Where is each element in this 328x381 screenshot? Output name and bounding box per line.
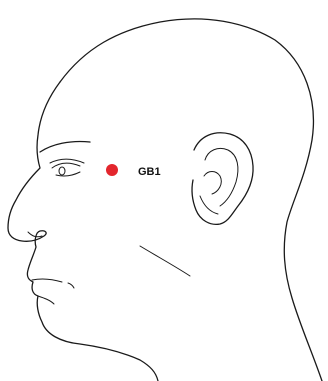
acupoint-label: GB1 xyxy=(138,166,161,178)
nostril xyxy=(28,232,42,237)
eye-crease xyxy=(50,159,84,163)
acupoint-marker xyxy=(106,164,118,176)
eyebrow xyxy=(40,141,90,152)
chin-crease xyxy=(38,296,54,304)
face-profile-outline xyxy=(8,82,158,381)
eye-iris xyxy=(59,167,65,175)
skull-outline xyxy=(60,19,322,381)
ear-outer xyxy=(192,133,253,225)
jawline xyxy=(140,246,190,276)
mouth-corner xyxy=(68,283,74,288)
eye-upper-lid xyxy=(52,163,80,168)
ear-concha xyxy=(204,172,221,195)
mouth-line xyxy=(32,279,62,282)
ear-helix-inner xyxy=(205,148,238,206)
ear-lobe-fold xyxy=(200,196,218,214)
